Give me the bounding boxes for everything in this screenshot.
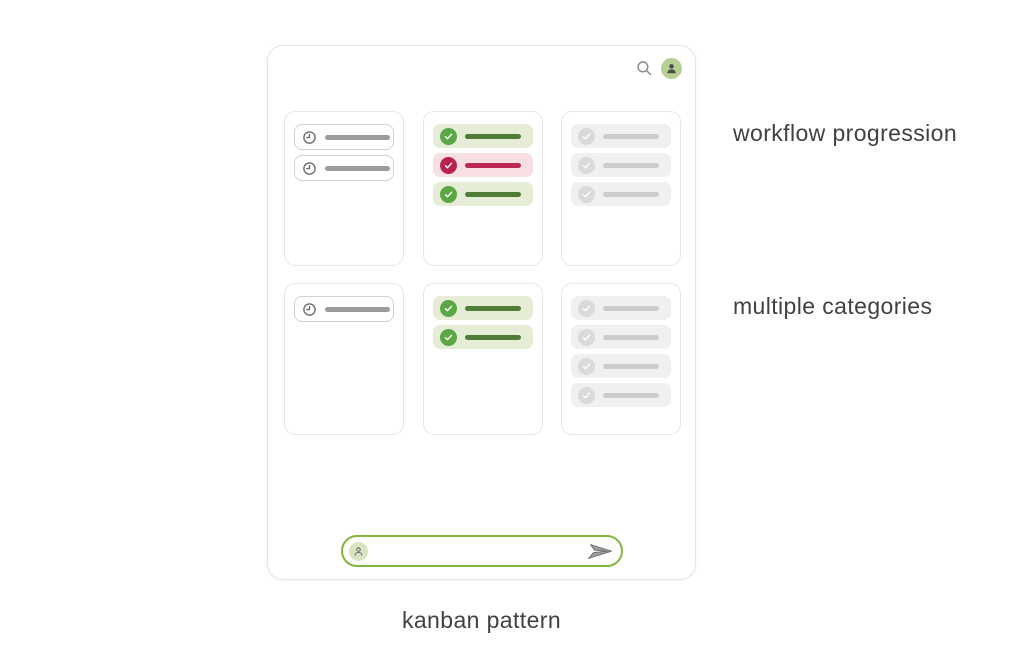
kanban-board — [268, 46, 695, 579]
task-item-done-green[interactable] — [433, 124, 533, 148]
annotation-row2: multiple categories — [733, 293, 933, 319]
kanban-card[interactable] — [284, 111, 404, 266]
task-label-bar — [603, 305, 659, 311]
check-icon — [440, 328, 457, 346]
app-panel — [267, 45, 696, 580]
kanban-card[interactable] — [423, 111, 543, 266]
check-icon — [440, 299, 457, 317]
check-icon — [440, 127, 457, 145]
send-button[interactable] — [587, 543, 613, 560]
check-icon — [440, 156, 457, 174]
panel-header — [634, 58, 682, 79]
clock-icon — [302, 302, 317, 317]
caption: kanban pattern — [401, 607, 562, 633]
task-label-bar — [465, 334, 521, 340]
kanban-card[interactable] — [284, 283, 404, 435]
task-item-done-gray[interactable] — [571, 153, 671, 177]
task-item-done-gray[interactable] — [571, 124, 671, 148]
person-chip — [349, 541, 368, 561]
task-label-bar — [465, 305, 521, 311]
task-label-bar — [465, 162, 521, 168]
kanban-card[interactable] — [423, 283, 543, 435]
task-item-done-green[interactable] — [433, 296, 533, 320]
user-avatar[interactable] — [661, 58, 682, 79]
task-label-bar — [603, 363, 659, 369]
kanban-card[interactable] — [561, 111, 681, 266]
task-label-bar — [325, 134, 390, 140]
check-icon — [578, 328, 595, 346]
task-item-pending[interactable] — [294, 124, 394, 150]
annotation-row1: workflow progression — [733, 120, 958, 146]
task-item-pending[interactable] — [294, 296, 394, 322]
task-item-done-red[interactable] — [433, 153, 533, 177]
check-icon — [578, 127, 595, 145]
task-label-bar — [603, 392, 659, 398]
check-icon — [578, 156, 595, 174]
task-label-bar — [603, 133, 659, 139]
task-label-bar — [603, 334, 659, 340]
composer-bar — [341, 535, 623, 567]
task-label-bar — [465, 191, 521, 197]
task-label-bar — [325, 165, 390, 171]
task-item-done-gray[interactable] — [571, 354, 671, 378]
task-item-pending[interactable] — [294, 155, 394, 181]
person-icon — [352, 545, 365, 558]
task-item-done-green[interactable] — [433, 182, 533, 206]
search-icon — [635, 59, 654, 78]
clock-icon — [302, 130, 317, 145]
search-button[interactable] — [634, 59, 654, 79]
task-item-done-gray[interactable] — [571, 383, 671, 407]
task-item-done-green[interactable] — [433, 325, 533, 349]
kanban-card[interactable] — [561, 283, 681, 435]
clock-icon — [302, 161, 317, 176]
composer-input[interactable] — [368, 537, 587, 565]
user-avatar-icon — [664, 61, 679, 76]
check-icon — [440, 185, 457, 203]
task-label-bar — [465, 133, 521, 139]
task-item-done-gray[interactable] — [571, 325, 671, 349]
check-icon — [578, 386, 595, 404]
task-label-bar — [325, 306, 390, 312]
check-icon — [578, 185, 595, 203]
send-icon — [587, 543, 613, 560]
task-label-bar — [603, 162, 659, 168]
task-item-done-gray[interactable] — [571, 182, 671, 206]
task-item-done-gray[interactable] — [571, 296, 671, 320]
check-icon — [578, 357, 595, 375]
check-icon — [578, 299, 595, 317]
task-label-bar — [603, 191, 659, 197]
